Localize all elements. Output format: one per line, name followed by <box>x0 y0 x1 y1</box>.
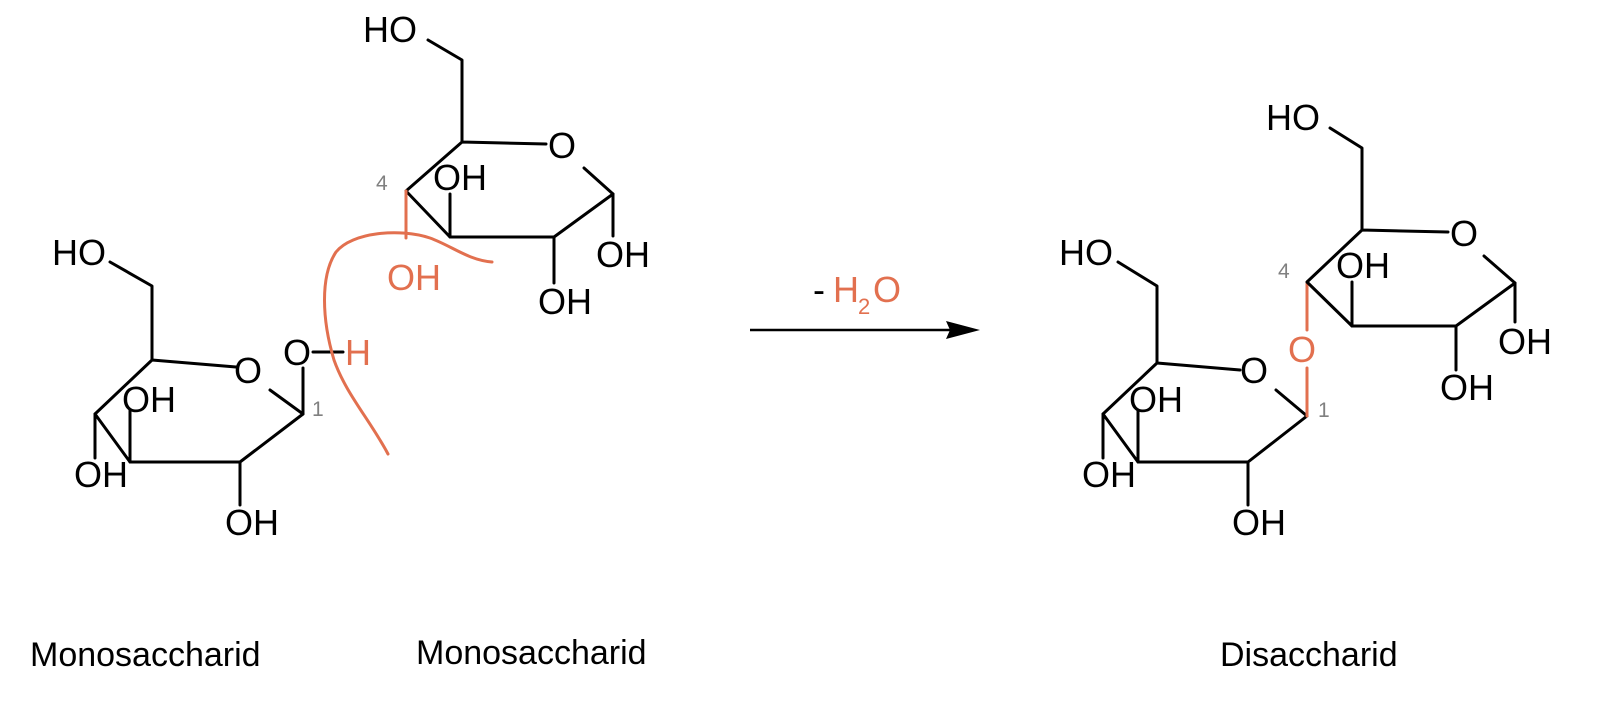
reaction-condition-subscript: 2 <box>858 294 870 319</box>
product-glycosidic-oxygen: O <box>1288 329 1316 370</box>
middle-c2-hydroxyl: OH <box>538 281 592 322</box>
reaction-arrow: - H 2 O <box>750 269 980 339</box>
caption-left-monosaccharide: Monosaccharid <box>30 636 261 674</box>
middle-ring-oxygen: O <box>548 125 576 166</box>
product-upper-c1-hydroxyl: OH <box>1498 321 1552 362</box>
caption-middle-monosaccharide: Monosaccharid <box>416 634 647 672</box>
middle-c4-number: 4 <box>376 172 388 195</box>
product-lower-side-bonds <box>1101 260 1250 507</box>
product-lower-c2-hydroxyl: OH <box>1232 502 1286 543</box>
middle-c3-hydroxyl: OH <box>433 157 487 198</box>
product-upper-side-bonds <box>1328 126 1517 372</box>
product-lower-ring-bonds <box>1101 361 1309 464</box>
arrow-head <box>946 321 980 339</box>
left-anomeric-hydrogen: H <box>345 332 371 373</box>
water-removal-curve <box>323 231 494 456</box>
disaccharide-product: HO O OH OH OH 1 O HO O OH OH OH 4 <box>1059 97 1552 543</box>
left-ring-bonds <box>93 358 305 464</box>
middle-c4-hydroxyl: OH <box>387 257 441 298</box>
middle-hydroxymethyl-ho: HO <box>363 9 417 50</box>
left-c1-number: 1 <box>312 398 324 421</box>
reaction-condition-o: O <box>873 269 901 310</box>
middle-monosaccharide: HO O OH OH OH OH 4 <box>363 9 650 322</box>
left-c3-hydroxyl: OH <box>122 379 176 420</box>
middle-ring-bonds <box>404 140 615 239</box>
product-c1-number: 1 <box>1318 399 1330 422</box>
left-c4-hydroxyl: OH <box>74 454 128 495</box>
reaction-condition-minus: - <box>813 269 825 310</box>
left-hydroxymethyl-ho: HO <box>52 232 106 273</box>
product-lower-c3-hydroxyl: OH <box>1129 379 1183 420</box>
product-upper-c2-hydroxyl: OH <box>1440 367 1494 408</box>
middle-c1-hydroxyl: OH <box>596 234 650 275</box>
product-lower-ring-oxygen: O <box>1240 350 1268 391</box>
product-upper-ring-oxygen: O <box>1450 213 1478 254</box>
product-upper-c3-hydroxyl: OH <box>1336 245 1390 286</box>
left-anomeric-oxygen: O <box>283 332 311 373</box>
product-lower-hydroxymethyl-ho: HO <box>1059 232 1113 273</box>
caption-disaccharide: Disaccharid <box>1220 636 1398 674</box>
product-upper-hydroxymethyl-ho: HO <box>1266 97 1320 138</box>
middle-side-bonds <box>426 38 615 285</box>
left-ring-oxygen: O <box>234 350 262 391</box>
product-c4-number: 4 <box>1278 260 1290 283</box>
reaction-condition-h: H <box>833 269 859 310</box>
product-upper-ring-bonds <box>1305 228 1517 328</box>
left-c2-hydroxyl: OH <box>225 502 279 543</box>
product-lower-c4-hydroxyl: OH <box>1082 454 1136 495</box>
left-side-bonds <box>93 260 305 507</box>
left-monosaccharide: HO O O H 1 OH OH OH <box>52 232 371 543</box>
